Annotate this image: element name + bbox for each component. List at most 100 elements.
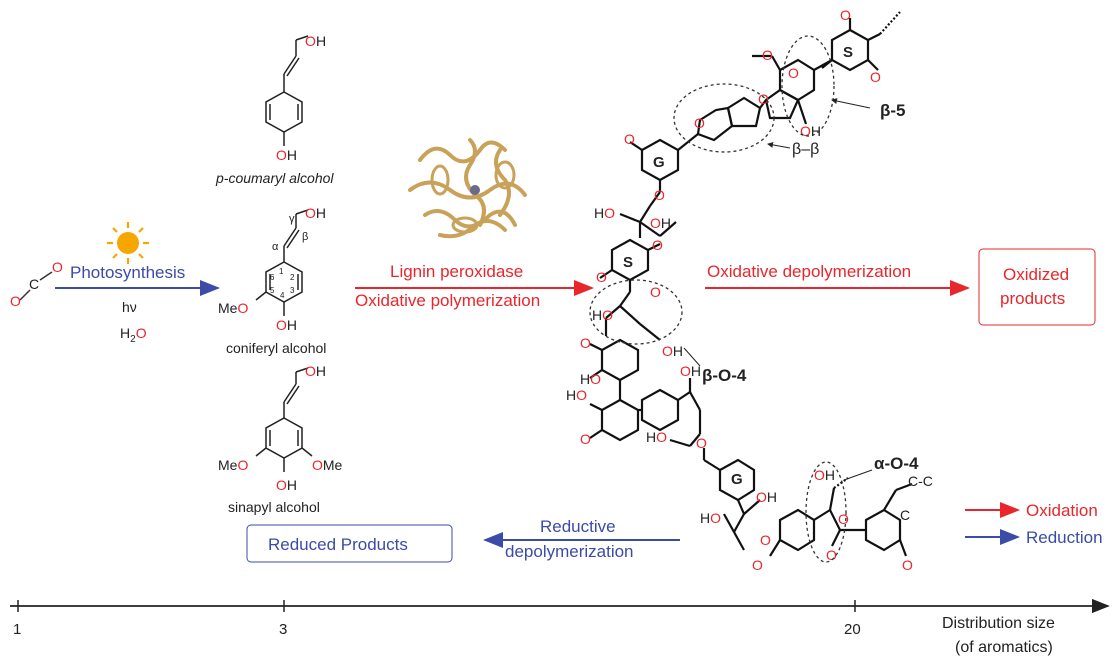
bb-ellipse [673, 83, 775, 153]
ho-label: HO [580, 371, 601, 387]
coniferyl-oh-bottom: OH [276, 317, 297, 333]
o-label: O [838, 511, 849, 527]
p-coumaryl-oh-top: O [305, 33, 316, 49]
oh-label: OH [650, 215, 671, 231]
b5-ellipse [781, 35, 835, 137]
oh-label: OH [814, 467, 835, 483]
unit-g-upper: G [653, 154, 665, 171]
ho-label: HO [700, 510, 721, 526]
sinapyl-oh-top: OH [305, 363, 326, 379]
bo4-ellipse [589, 279, 683, 345]
svg-text:H: H [316, 33, 326, 49]
ho-label: HO [646, 429, 667, 445]
o-label: O [870, 69, 881, 85]
beta-label: β [302, 231, 308, 243]
oxidized-line1: Oxidized [1003, 265, 1069, 284]
o-label: O [840, 7, 851, 23]
o-label: O [596, 269, 607, 285]
enzyme-label: Lignin peroxidase [390, 262, 523, 281]
axis-tick-label: 20 [844, 621, 861, 638]
cc-label: C-C [908, 473, 933, 489]
linkage-ao4: α-O-4 [874, 454, 919, 473]
polymerization-label: Oxidative polymerization [355, 291, 540, 310]
axis-label-line1: Distribution size [942, 615, 1055, 632]
alpha-label: α [272, 241, 279, 253]
reduced-products-box [246, 524, 453, 563]
ring-number-2: 2 [290, 273, 295, 282]
b5-pointer [831, 98, 871, 109]
o-label: O [652, 237, 663, 253]
ao4-ellipse [805, 461, 847, 563]
axis-tick-label: 1 [13, 621, 21, 638]
photosynthesis-label: Photosynthesis [70, 263, 185, 282]
lignin-polymer [589, 11, 913, 557]
co2-o-right: O [52, 259, 63, 275]
ring-number-6: 6 [270, 273, 275, 282]
reduced-products-label: Reduced Products [268, 535, 408, 554]
ring-number-1: 1 [279, 267, 284, 276]
p-coumaryl-structure [265, 35, 309, 146]
co2-molecule: O C O [10, 259, 63, 309]
ho-label: HO [592, 307, 613, 323]
bb-pointer [767, 141, 791, 149]
o-label: O [654, 187, 665, 203]
o-label: O [760, 532, 771, 548]
polymer-labels: O O O O OH O O O O HO OH O O O HO OH O H… [566, 7, 933, 573]
ring-number-3: 3 [290, 286, 295, 295]
oh-label: OH [756, 489, 777, 505]
heme-site-icon [470, 185, 480, 195]
o-label: O [580, 431, 591, 447]
sun-icon [107, 222, 149, 264]
reductive-line1: Reductive [540, 517, 616, 536]
coniferyl-oh-top: OH [305, 205, 326, 221]
oxidized-products-box [978, 248, 1096, 326]
o-label: O [696, 435, 707, 451]
ring-number-4: 4 [280, 291, 285, 300]
sinapyl-ome: OMe [312, 457, 343, 473]
o-label: O [788, 65, 799, 81]
oxidized-line2: products [1000, 289, 1065, 308]
c-label: C [900, 507, 910, 523]
oh-label: OH [662, 343, 683, 359]
unit-g-lower: G [731, 471, 743, 488]
ho-label: HO [566, 387, 587, 403]
co2-o-left: O [10, 293, 21, 309]
water-label: H2O [120, 325, 147, 345]
o-label: O [624, 131, 635, 147]
linkage-bb: β–β [792, 141, 819, 158]
oh-label: OH [800, 123, 821, 139]
unit-s-middle: S [623, 254, 633, 271]
coniferyl-name: coniferyl alcohol [226, 340, 326, 356]
o-label: O [650, 284, 661, 300]
sinapyl-name: sinapyl alcohol [228, 499, 320, 515]
o-label: O [826, 547, 837, 563]
p-coumaryl-name: p-coumaryl alcohol [215, 170, 334, 186]
coniferyl-meo: MeO [218, 300, 248, 316]
axis-tick-label: 3 [279, 621, 287, 638]
linkage-highlights [589, 35, 847, 563]
sinapyl-meo: MeO [218, 457, 248, 473]
o-label: O [694, 115, 705, 131]
linkage-bo4: β-O-4 [702, 366, 747, 385]
gamma-label: γ [289, 213, 295, 225]
protein-structure-icon [408, 138, 527, 239]
linkage-b5: β-5 [880, 101, 906, 120]
o-label: O [762, 47, 773, 63]
ho-label: HO [594, 205, 615, 221]
o-label: O [758, 91, 769, 107]
o-label: O [580, 335, 591, 351]
sinapyl-oh-bottom: OH [276, 477, 297, 493]
legend-oxidation: Oxidation [1026, 501, 1098, 520]
coniferyl-structure [255, 209, 309, 316]
p-coumaryl-oh-bottom: OH [276, 147, 297, 163]
o-label: O [752, 557, 763, 573]
oh-label: OH [680, 363, 701, 379]
legend-reduction: Reduction [1026, 528, 1103, 547]
axis-label-line2: (of aromatics) [955, 639, 1053, 656]
ring-number-5: 5 [270, 286, 275, 295]
oxidative-depoly-label: Oxidative depolymerization [707, 262, 911, 281]
co2-c: C [29, 276, 39, 292]
o-label: O [902, 557, 913, 573]
sinapyl-structure [255, 367, 313, 472]
